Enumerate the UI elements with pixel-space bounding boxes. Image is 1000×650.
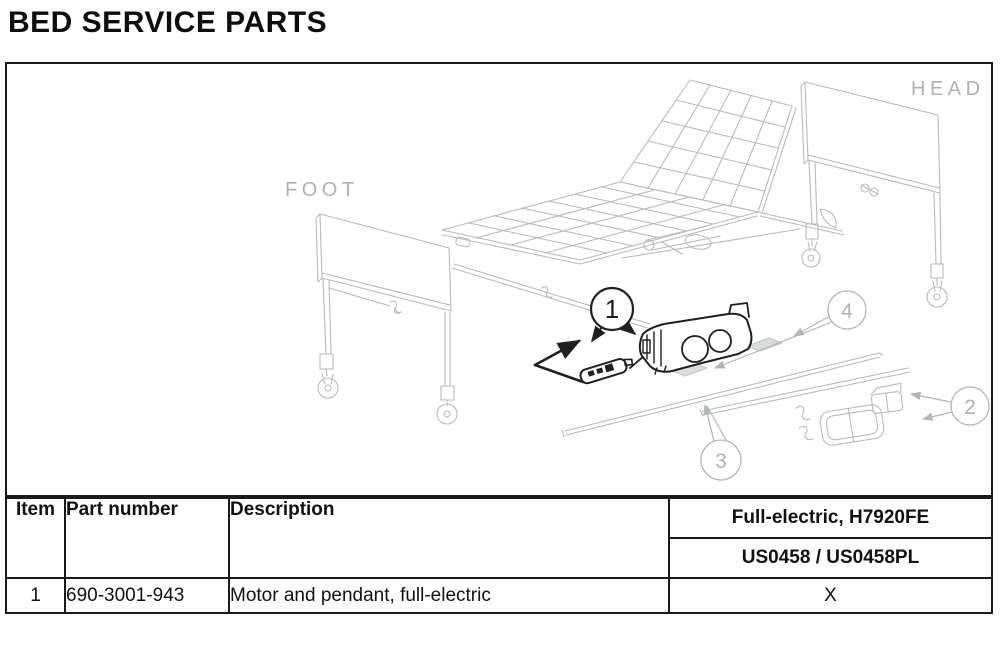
head-label: HEAD xyxy=(911,78,985,100)
callout-3: 3 xyxy=(700,403,742,481)
pendant-cord xyxy=(629,356,644,369)
frame-bracket xyxy=(819,404,885,446)
parts-diagram-panel: 1 2 3 4 FOOT HEAD xyxy=(5,62,993,497)
col-header-description: Description xyxy=(228,497,670,579)
headboard xyxy=(800,81,948,308)
base-frame xyxy=(451,208,845,329)
col-header-model-codes: US0458 / US0458PL xyxy=(668,537,993,579)
footboard xyxy=(315,213,458,425)
pendant-handset xyxy=(579,358,628,385)
caster-wheel xyxy=(436,403,458,425)
head-end-frame xyxy=(699,367,911,446)
callout-number: 2 xyxy=(964,396,976,419)
col-header-item: Item xyxy=(5,497,66,579)
callout-1: 1 xyxy=(589,286,637,343)
cell-applicability: X xyxy=(668,577,993,614)
caster-wheel xyxy=(801,248,821,268)
callout-number: 1 xyxy=(605,294,619,324)
callout-4: 4 xyxy=(713,290,867,369)
pendant-assembly xyxy=(533,339,644,385)
table-row: 1 690-3001-943 Motor and pendant, full-e… xyxy=(5,577,993,614)
cell-part-number: 690-3001-943 xyxy=(64,577,230,614)
callout-circle xyxy=(950,386,990,426)
bed-line-art xyxy=(315,79,948,446)
table-subheader-row: US0458 / US0458PL xyxy=(6,537,993,579)
mounting-pad xyxy=(746,337,783,352)
caster-wheel xyxy=(317,377,339,399)
callout-2: 2 xyxy=(909,386,990,426)
spring-deck-head xyxy=(619,79,797,214)
motor-assembly xyxy=(638,302,753,375)
callout-number: 4 xyxy=(841,300,853,323)
drive-rod xyxy=(561,352,884,438)
bed-diagram-svg: 1 2 3 4 FOOT HEAD xyxy=(285,78,990,481)
table-header-row: Item Part number Description Full-electr… xyxy=(5,497,993,579)
caster-wheel xyxy=(926,286,948,308)
clip xyxy=(795,405,811,421)
junction-box xyxy=(870,382,904,414)
callout-circle xyxy=(827,290,867,330)
callout-circle xyxy=(700,439,742,481)
page-title: BED SERVICE PARTS xyxy=(8,6,328,39)
callout-circle xyxy=(589,286,635,332)
parts-table: Item Part number Description Full-electr… xyxy=(5,497,993,614)
foot-label: FOOT xyxy=(285,179,359,201)
spring-deck-flat xyxy=(441,181,759,265)
clip xyxy=(798,425,814,441)
callout-number: 3 xyxy=(715,450,727,473)
cell-description: Motor and pendant, full-electric xyxy=(228,577,670,614)
col-header-part-number: Part number xyxy=(64,497,230,579)
col-header-model: Full-electric, H7920FE xyxy=(668,497,993,539)
item1-parts xyxy=(533,302,753,385)
cell-item: 1 xyxy=(5,577,66,614)
